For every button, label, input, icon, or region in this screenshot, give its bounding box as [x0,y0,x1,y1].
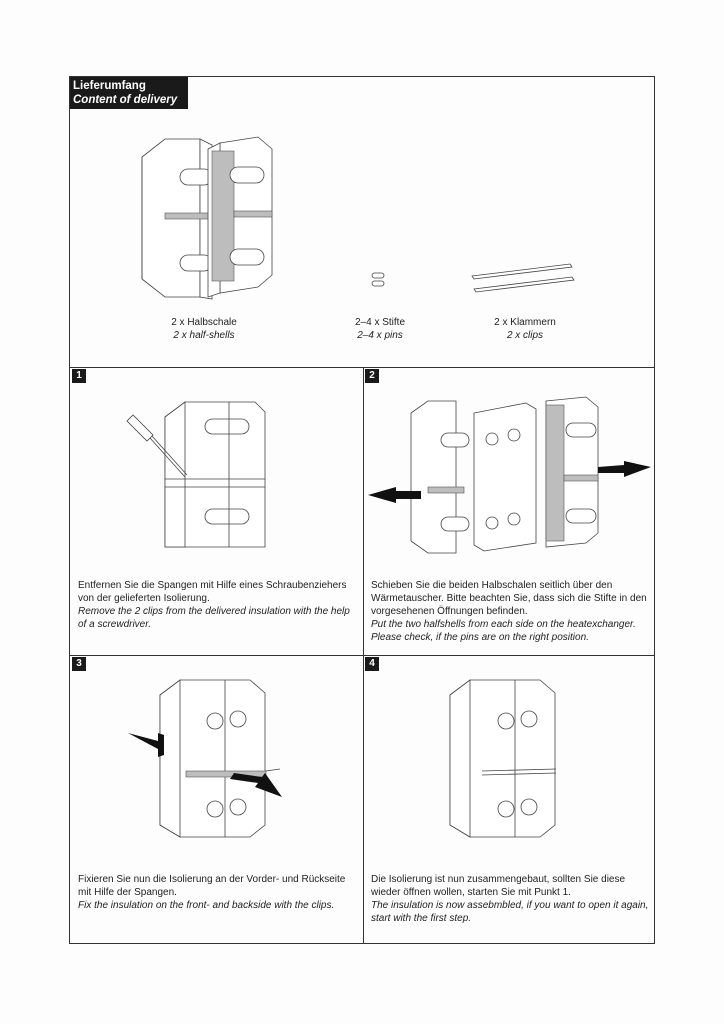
step-3-text: Fixieren Sie nun die Isolierung an der V… [78,874,346,911]
step-4-text: Die Isolierung ist nun zusammengebaut, s… [371,874,649,924]
step-1-badge: 1 [72,369,86,383]
item-clips: 2 x Klammern 2 x clips [494,317,556,341]
row-divider [70,655,654,656]
half-shells-illustration [141,136,273,300]
title-english: Content of delivery [73,94,178,106]
item-half-shells: 2 x Halbschale 2 x half-shells [171,317,237,341]
instruction-sheet: Lieferumfang Content of delivery 2 x Hal… [69,76,655,944]
pins-illustration [371,272,385,287]
title-german: Lieferumfang [73,80,146,92]
step-2-badge: 2 [365,369,379,383]
step-2-illustration [368,396,651,554]
clips-illustration [471,263,575,293]
step-1-text: Entfernen Sie die Spangen mit Hilfe eine… [78,580,350,630]
step-4-badge: 4 [365,657,379,671]
section-divider [70,367,654,368]
item-pins: 2–4 x Stifte 2–4 x pins [354,317,406,341]
section-title: Lieferumfang Content of delivery [70,77,188,109]
step-2-text: Schieben Sie die beiden Halbschalen seit… [371,580,647,643]
step-4-illustration [449,679,557,838]
step-3-illustration [128,679,282,838]
step-1-illustration [126,401,266,548]
step-3-badge: 3 [72,657,86,671]
